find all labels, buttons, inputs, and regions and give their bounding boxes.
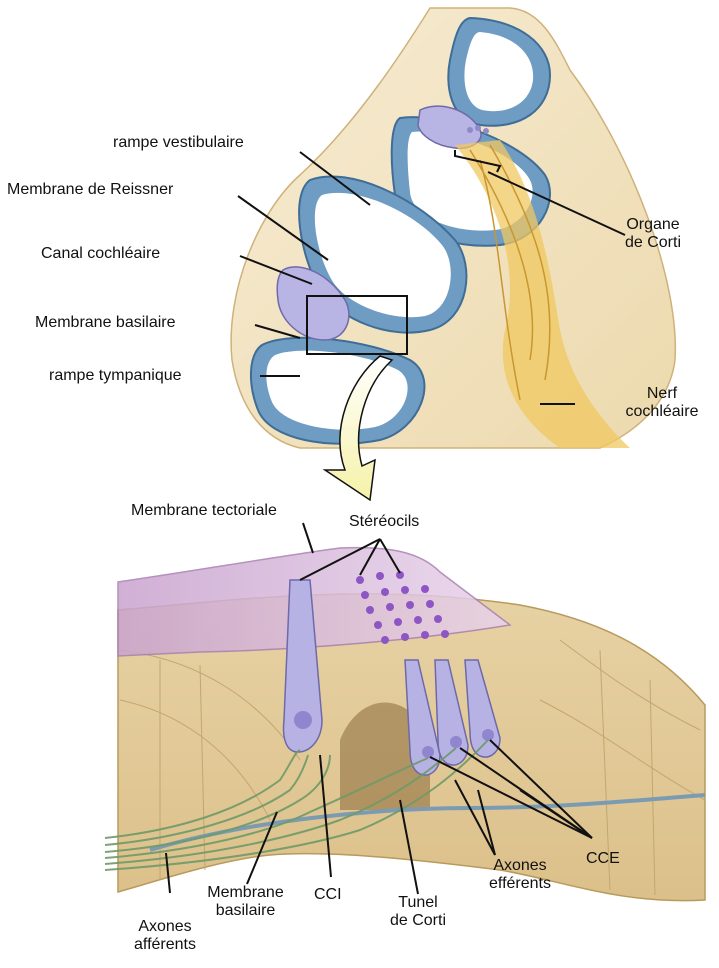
label-tunnel-corti-l1: Tunel: [378, 894, 458, 912]
label-stereocilia: Stéréocils: [349, 513, 419, 531]
label-tunnel-corti: Tunel de Corti: [378, 894, 458, 930]
label-afferent-axons: Axones afférents: [120, 918, 210, 954]
label-afferent-axons-l1: Axones: [120, 918, 210, 936]
label-cochlear-nerve: Nerf cochléaire: [612, 385, 712, 421]
label-basilar-membrane-bottom-l2: basilaire: [193, 902, 298, 920]
label-outer-hair-cells: CCE: [586, 850, 620, 868]
label-basilar-membrane: Membrane basilaire: [35, 314, 176, 332]
label-tectorial-membrane: Membrane tectoriale: [131, 502, 277, 520]
label-organ-corti-l2: de Corti: [618, 234, 688, 252]
label-cochlear-nerve-l1: Nerf: [612, 385, 712, 403]
label-efferent-axons: Axones efférents: [475, 857, 565, 893]
label-basilar-membrane-bottom-l1: Membrane: [193, 884, 298, 902]
label-basilar-membrane-bottom: Membrane basilaire: [193, 884, 298, 920]
label-organ-corti-l1: Organe: [618, 216, 688, 234]
label-tunnel-corti-l2: de Corti: [378, 912, 458, 930]
label-efferent-axons-l2: efférents: [475, 875, 565, 893]
label-inner-hair-cell: CCI: [314, 886, 342, 904]
label-afferent-axons-l2: afférents: [120, 936, 210, 954]
label-reissner-membrane: Membrane de Reissner: [7, 181, 173, 199]
label-cochlear-nerve-l2: cochléaire: [612, 403, 712, 421]
organ-of-corti-detail: [105, 548, 705, 901]
label-efferent-axons-l1: Axones: [475, 857, 565, 875]
label-scala-tympani: rampe tympanique: [49, 367, 182, 385]
label-organ-corti: Organe de Corti: [618, 216, 688, 252]
label-scala-vestibuli: rampe vestibulaire: [113, 134, 244, 152]
label-cochlear-duct: Canal cochléaire: [41, 245, 160, 263]
